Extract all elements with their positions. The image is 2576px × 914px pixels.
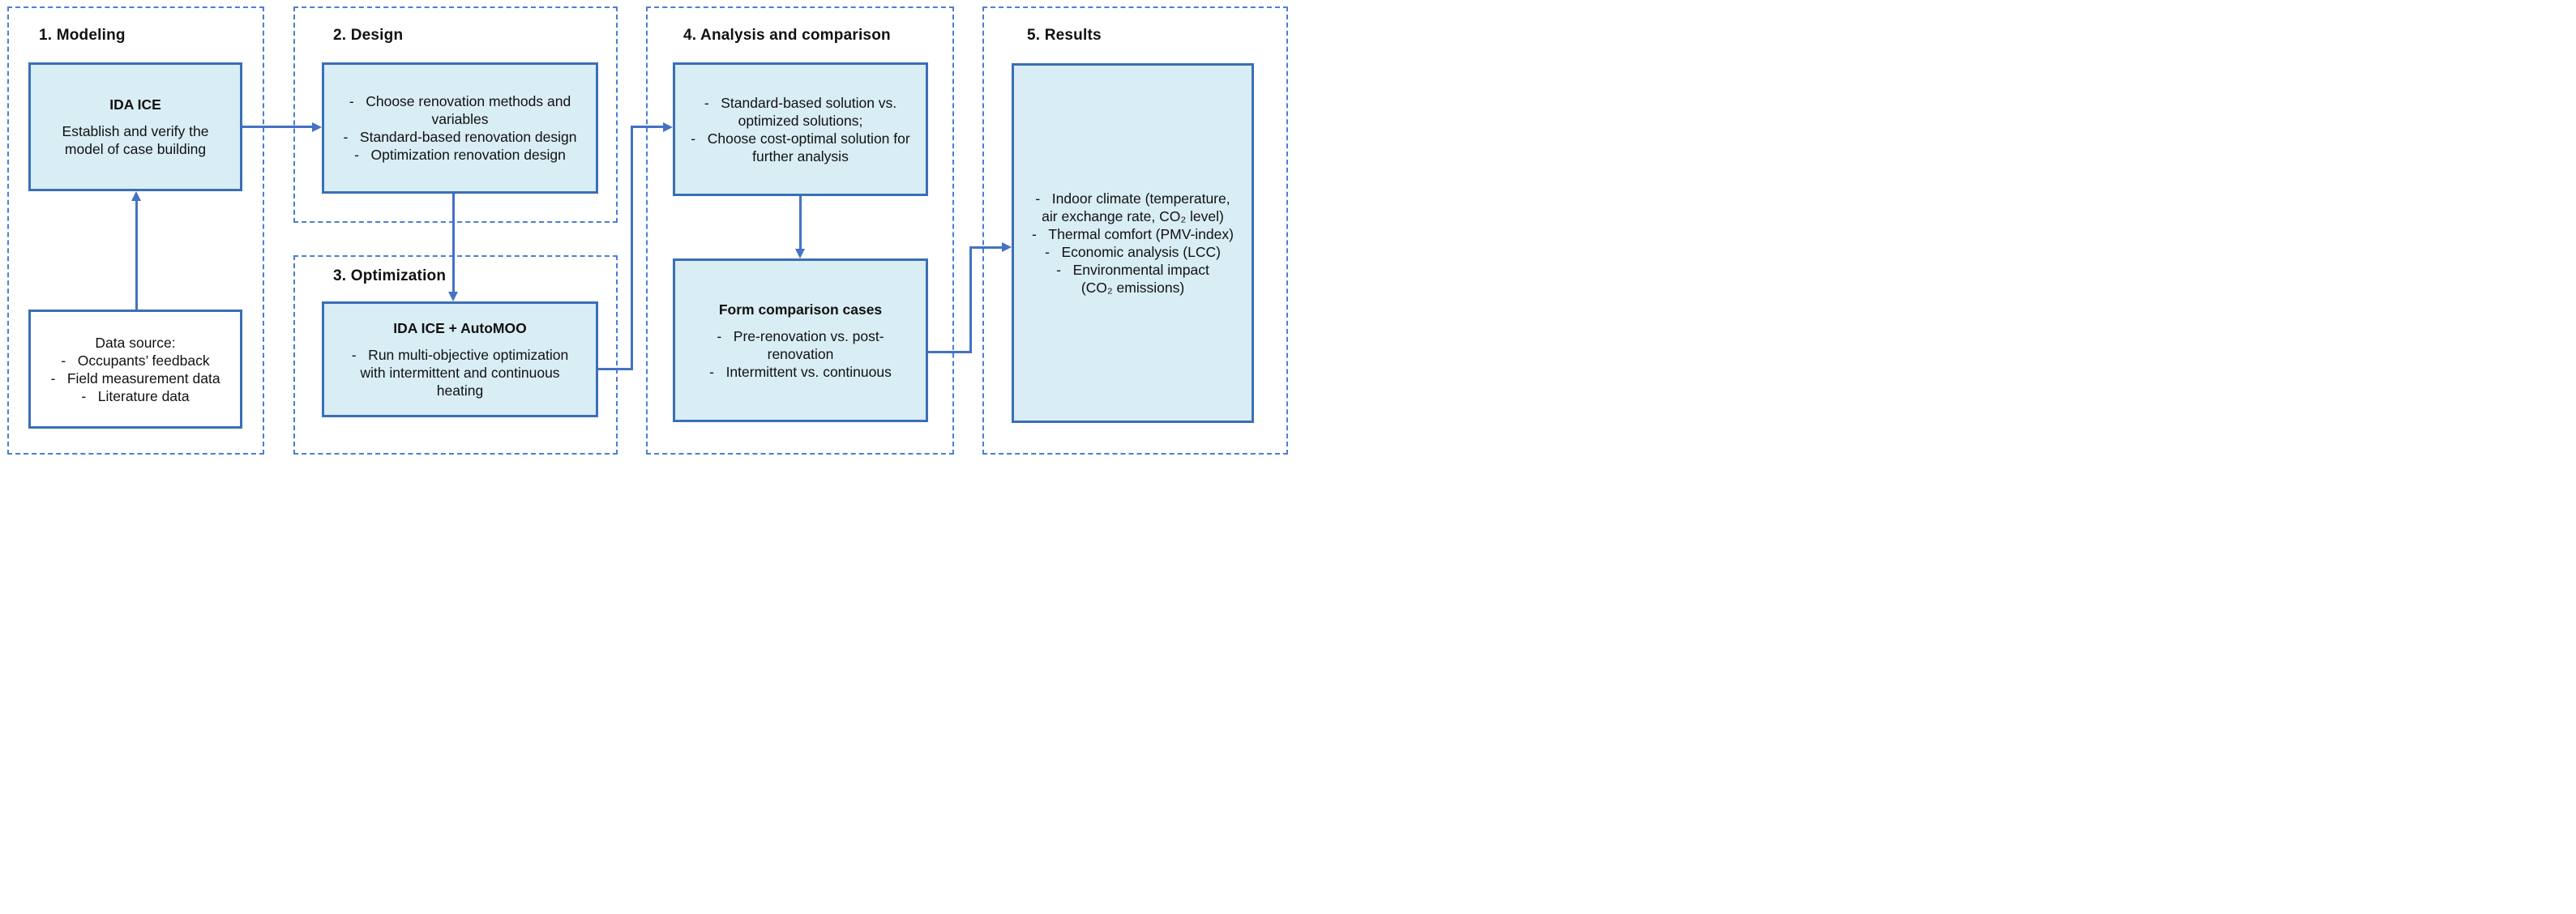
optimization-box-line: heating bbox=[436, 382, 484, 399]
connector-datasource-to-idaice bbox=[135, 200, 138, 310]
design-box: - Choose renovation methods and variable… bbox=[322, 62, 598, 194]
connector-optimization-to-analysis-vertical bbox=[631, 126, 633, 370]
stage-title-modeling: 1. Modeling bbox=[39, 27, 126, 44]
stage-title-design: 2. Design bbox=[333, 27, 404, 44]
connector-comparison-to-results-top bbox=[972, 246, 1003, 249]
stage-results-container bbox=[982, 6, 1288, 455]
connector-comparison-to-results-vertical bbox=[969, 246, 972, 353]
optimization-box-line: - Run multi-objective optimization bbox=[351, 347, 569, 363]
arrowhead-up-idaice-icon bbox=[131, 191, 141, 201]
analysis-box: - Standard-based solution vs. optimized … bbox=[673, 62, 928, 196]
design-box-line: variables bbox=[431, 111, 489, 127]
connector-idaice-to-design bbox=[242, 126, 313, 128]
stage-modeling-container bbox=[7, 6, 264, 455]
results-box-line: - Indoor climate (temperature, bbox=[1035, 190, 1230, 207]
stage-title-analysis: 4. Analysis and comparison bbox=[683, 27, 891, 44]
comparison-cases-box-line: renovation bbox=[767, 345, 834, 362]
arrowhead-down-comparison-icon bbox=[795, 249, 805, 258]
data-source-box-line: - Literature data bbox=[81, 387, 190, 404]
design-box-line: - Optimization renovation design bbox=[354, 147, 566, 163]
connector-analysis-to-comparison bbox=[798, 196, 802, 250]
analysis-box-line: - Choose cost-optimal solution for bbox=[691, 130, 910, 147]
ida-ice-box-heading: IDA ICE bbox=[109, 96, 161, 113]
stage-title-results: 5. Results bbox=[1027, 27, 1102, 44]
analysis-box-line: - Standard-based solution vs. bbox=[704, 94, 897, 111]
data-source-box: Data source: - Occupants’ feedback - Fie… bbox=[28, 310, 242, 429]
analysis-box-line: optimized solutions; bbox=[738, 112, 863, 129]
data-source-box-line: - Occupants’ feedback bbox=[61, 352, 210, 369]
analysis-box-line: further analysis bbox=[752, 147, 849, 164]
arrowhead-right-design-icon bbox=[312, 122, 322, 132]
arrowhead-down-optimization-icon bbox=[448, 292, 458, 301]
results-box: - Indoor climate (temperature, air excha… bbox=[1012, 63, 1254, 423]
connector-optimization-to-analysis-bottom bbox=[598, 367, 633, 370]
connector-comparison-to-results-bottom bbox=[928, 350, 972, 353]
ida-ice-box: IDA ICE Establish and verify the model o… bbox=[28, 62, 242, 191]
results-box-line: air exchange rate, CO₂ level) bbox=[1042, 208, 1224, 224]
data-source-box-line: - Field measurement data bbox=[50, 369, 220, 387]
comparison-cases-box-line: - Intermittent vs. continuous bbox=[709, 363, 892, 380]
stage-optimization-container bbox=[293, 255, 618, 455]
stage-analysis-container bbox=[646, 6, 954, 455]
comparison-cases-box: Form comparison cases - Pre-renovation v… bbox=[673, 258, 928, 422]
design-box-line: - Choose renovation methods and bbox=[349, 93, 571, 109]
results-box-line: - Environmental impact bbox=[1056, 262, 1209, 278]
methodology-flowchart: 1. Modeling 2. Design 3. Optimization 4.… bbox=[0, 0, 1288, 457]
data-source-box-line: Data source: bbox=[95, 334, 176, 351]
ida-ice-box-line: Establish and verify the bbox=[62, 123, 209, 139]
results-box-line: - Economic analysis (LCC) bbox=[1045, 244, 1221, 260]
stage-title-optimization: 3. Optimization bbox=[333, 267, 447, 284]
comparison-cases-box-heading: Form comparison cases bbox=[718, 301, 883, 318]
results-box-line: (CO₂ emissions) bbox=[1080, 280, 1185, 296]
stage-design-container bbox=[293, 6, 618, 223]
arrowhead-right-results-icon bbox=[1002, 242, 1012, 252]
optimization-box-line: with intermittent and continuous bbox=[360, 365, 560, 381]
optimization-box-heading: IDA ICE + AutoMOO bbox=[393, 320, 527, 336]
optimization-box: IDA ICE + AutoMOO - Run multi-objective … bbox=[322, 301, 598, 417]
connector-optimization-to-analysis-top bbox=[633, 126, 665, 128]
ida-ice-box-line: model of case building bbox=[64, 141, 207, 157]
results-box-line: - Thermal comfort (PMV-index) bbox=[1032, 226, 1234, 242]
comparison-cases-box-line: - Pre-renovation vs. post- bbox=[717, 327, 884, 344]
design-box-line: - Standard-based renovation design bbox=[343, 129, 577, 145]
connector-design-to-optimization bbox=[451, 194, 455, 293]
arrowhead-right-analysis-icon bbox=[663, 122, 673, 132]
